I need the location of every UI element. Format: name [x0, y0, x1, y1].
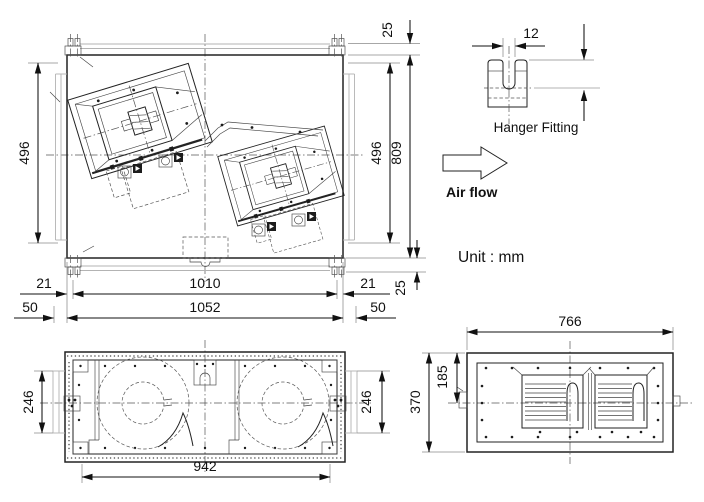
dim-text-front-base-width: 942 — [193, 458, 217, 474]
hanger-fitting-detail: 12 Hanger Fitting — [472, 24, 600, 135]
fan-wheel-2 — [588, 366, 655, 434]
fan-assembly-2 — [216, 125, 356, 262]
screw-dots — [77, 364, 333, 450]
control-box-outline — [182, 236, 229, 259]
dim-plan-overall-depth: 809 — [388, 54, 414, 259]
dim-text-plan-hanger-pitch: 1010 — [189, 275, 220, 291]
dim-text-plan-top-offset: 25 — [379, 22, 395, 38]
dim-side-top-to-center: 185 — [434, 352, 465, 404]
dim-text-side-top-to-center: 185 — [434, 365, 450, 389]
hanger-bracket-outline — [487, 59, 528, 108]
dim-front-base-width: 942 — [81, 458, 331, 483]
plan-view: 25 496 809 25 496 — [14, 20, 426, 323]
dim-plan-left-depth: 496 — [16, 62, 58, 244]
fan-section-walls — [88, 360, 240, 454]
dim-text-side-height: 370 — [407, 390, 423, 414]
hanger-bracket-top-right — [328, 34, 346, 58]
air-flow-label: Air flow — [446, 184, 497, 200]
drain-tab — [189, 258, 221, 267]
fan-wheel-1 — [512, 366, 592, 434]
mount-foot — [117, 163, 143, 179]
dim-text-plan-left-flange: 50 — [22, 299, 38, 315]
unit-note: Unit : mm — [458, 249, 524, 266]
dim-front-left-opening: 246 — [20, 370, 53, 434]
dim-plan-bottom-rows: 21 1010 21 50 1052 50 — [14, 262, 396, 323]
dim-text-plan-left-depth: 496 — [16, 141, 32, 165]
dim-side-height: 370 — [407, 352, 465, 453]
fan-scroll-2 — [236, 356, 334, 450]
dim-plan-bottom-offset: 25 — [346, 240, 426, 296]
fan-scroll-1 — [96, 356, 194, 450]
dim-text-front-left-opening: 246 — [20, 390, 36, 414]
side-flanges — [55, 73, 355, 241]
fan-divider — [588, 373, 592, 430]
dim-hanger-slot-width: 12 — [472, 25, 545, 50]
dim-text-front-right-opening: 246 — [358, 390, 374, 414]
dim-side-width: 766 — [466, 313, 674, 350]
dim-text-hanger-slot-width: 12 — [523, 25, 539, 41]
dim-text-plan-right-edge: 21 — [360, 275, 376, 291]
dim-front-right-opening: 246 — [357, 370, 390, 434]
mount-foot — [251, 221, 277, 237]
mount-foot — [291, 211, 317, 227]
dim-text-plan-right-depth: 496 — [368, 141, 384, 165]
air-flow-arrow-icon — [442, 146, 508, 180]
front-view: 246 246 942 — [20, 340, 390, 483]
gasket-bands — [67, 355, 343, 459]
air-flow-annotation: Air flow — [442, 146, 508, 200]
front-flanges — [52, 370, 358, 434]
dim-hanger-height — [529, 24, 600, 121]
hanger-bracket-top-left — [64, 34, 82, 58]
mount-foot — [158, 152, 184, 168]
dim-text-plan-overall-width: 1052 — [189, 299, 220, 315]
dim-plan-right-depth: 496 — [348, 62, 400, 244]
side-screw-dots — [480, 366, 660, 439]
dim-text-plan-left-edge: 21 — [36, 275, 52, 291]
hanger-plate-level-lines — [80, 43, 330, 271]
corner-plates — [72, 359, 338, 455]
hanger-bracket-bottom-left — [64, 255, 82, 279]
dim-text-plan-right-flange: 50 — [370, 299, 386, 315]
dim-text-plan-bottom-offset: 25 — [392, 280, 408, 296]
dim-text-plan-overall-depth: 809 — [388, 141, 404, 165]
side-view: 766 185 370 — [407, 313, 692, 464]
panel-tick-marks — [49, 56, 95, 253]
center-bracket — [193, 359, 217, 386]
hanger-bracket-bottom-right — [328, 255, 346, 279]
hanger-fitting-label: Hanger Fitting — [494, 120, 579, 135]
discharge-duct — [204, 121, 324, 148]
terminal-boxes — [63, 395, 347, 412]
dim-text-side-width: 766 — [558, 313, 582, 329]
fan-assembly-1 — [66, 62, 226, 219]
dim-plan-top-offset: 25 — [348, 20, 420, 56]
